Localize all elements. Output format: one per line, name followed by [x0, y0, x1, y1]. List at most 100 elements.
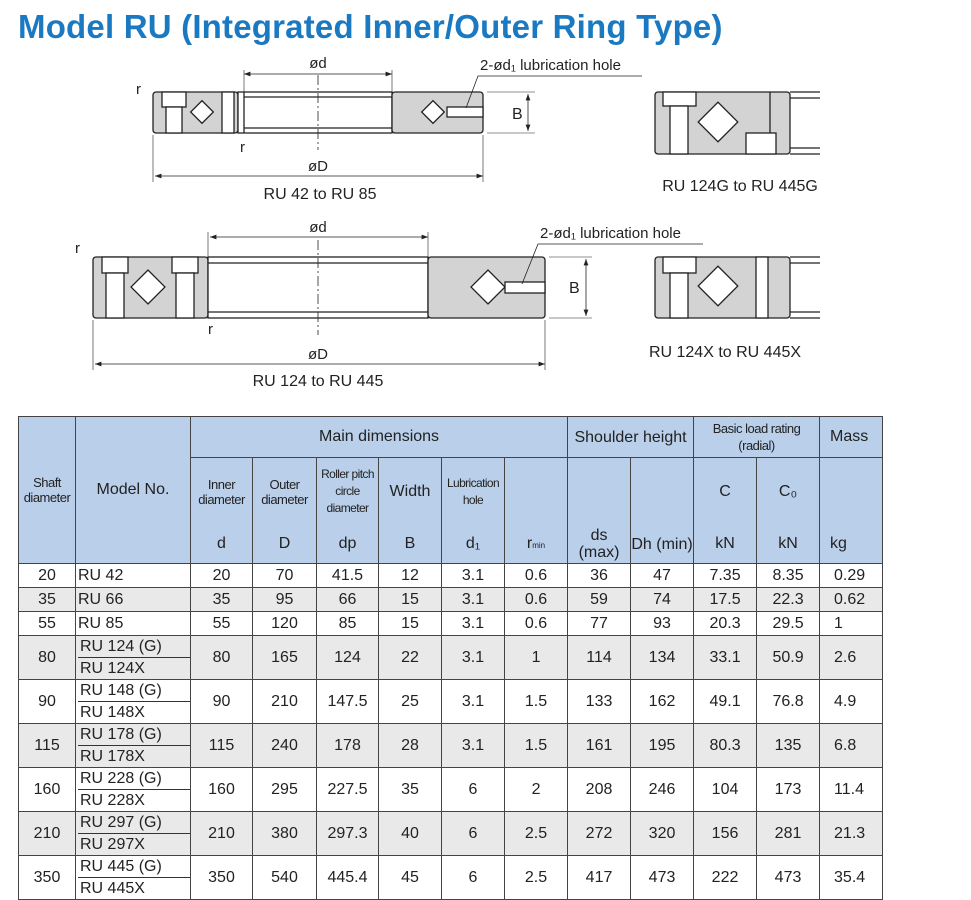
cell-b: 15	[378, 611, 442, 636]
width-label: B	[512, 106, 523, 123]
cell-dp: 147.5	[316, 679, 379, 724]
model-name: RU 297X	[80, 835, 145, 853]
cell-c: 156	[693, 811, 758, 856]
cell-c: 80.3	[693, 723, 758, 768]
cell-c0: 50.9	[756, 635, 821, 680]
cell-d: 35	[190, 587, 253, 612]
cell-c: 17.5	[693, 587, 758, 612]
cell-c0: 173	[756, 767, 821, 812]
lubrication-hole-label: 2-ød₁ lubrication hole	[540, 225, 681, 242]
unit-rmin: rmin	[503, 525, 569, 564]
cell-mass: 1	[819, 611, 884, 636]
cell-c0: 29.5	[756, 611, 821, 636]
header-shaft-diameter: Shaft diameter	[18, 416, 76, 564]
cell-model-no: RU 228 (G)RU 228X	[75, 767, 191, 812]
cell-ds: 272	[567, 811, 632, 856]
unit-r: r	[526, 535, 533, 553]
cell-ds: 417	[567, 855, 632, 900]
cell-mass: 2.6	[819, 635, 884, 680]
model-name: RU 228 (G)	[78, 769, 190, 790]
cell-d: 210	[252, 679, 317, 724]
unit-Dh: Dh (min)	[630, 525, 695, 564]
cell-dh: 134	[630, 635, 695, 680]
cell-d1: 3.1	[441, 587, 505, 612]
cell-ds: 161	[567, 723, 632, 768]
cell-b: 12	[378, 563, 442, 588]
cell-c0: 281	[756, 811, 821, 856]
cell-mass: 6.8	[819, 723, 884, 768]
cell-shaft-diameter: 115	[18, 723, 76, 768]
header-shoulder-height: Shoulder height	[567, 416, 695, 458]
cell-rmin: 1.5	[503, 679, 569, 724]
cell-dp: 41.5	[316, 563, 379, 588]
page-title: Model RU (Integrated Inner/Outer Ring Ty…	[18, 8, 723, 45]
header-empty	[503, 457, 569, 526]
cell-dh: 162	[630, 679, 695, 724]
cell-b: 25	[378, 679, 442, 724]
cell-dp: 297.3	[316, 811, 379, 856]
cell-c: 104	[693, 767, 758, 812]
header-basic-load-rating: Basic load rating (radial)	[693, 416, 821, 458]
diagram-ru124g-445g	[654, 91, 820, 155]
cell-dp: 124	[316, 635, 379, 680]
unit-dp: dp	[316, 525, 379, 564]
header-lubrication-hole: Lubrication hole	[441, 457, 505, 526]
cell-shaft-diameter: 55	[18, 611, 76, 636]
cell-c0: 22.3	[756, 587, 821, 612]
cell-rmin: 1	[503, 635, 569, 680]
cell-shaft-diameter: 160	[18, 767, 76, 812]
cell-b: 45	[378, 855, 442, 900]
header-model-no: Model No.	[75, 416, 191, 564]
cell-d: 295	[252, 767, 317, 812]
cell-shaft-diameter: 350	[18, 855, 76, 900]
cell-model-no: RU 297 (G)RU 297X	[75, 811, 191, 856]
inner-diameter-label: ød	[309, 219, 327, 236]
cell-dp: 227.5	[316, 767, 379, 812]
cell-mass: 21.3	[819, 811, 884, 856]
cell-d: 380	[252, 811, 317, 856]
header-empty	[567, 457, 632, 526]
cell-rmin: 0.6	[503, 563, 569, 588]
cell-rmin: 1.5	[503, 723, 569, 768]
cell-d1: 6	[441, 811, 505, 856]
outer-diameter-label: øD	[308, 346, 328, 363]
cell-c: 49.1	[693, 679, 758, 724]
cell-d: 20	[190, 563, 253, 588]
cell-dh: 74	[630, 587, 695, 612]
cell-model-no: RU 178 (G)RU 178X	[75, 723, 191, 768]
lubrication-hole-label: 2-ød₁ lubrication hole	[480, 57, 621, 74]
cell-d: 115	[190, 723, 253, 768]
cell-dh: 246	[630, 767, 695, 812]
cell-model-no: RU 66	[75, 587, 191, 612]
model-name: RU 124 (G)	[78, 637, 190, 658]
cell-c: 20.3	[693, 611, 758, 636]
cell-c0: 473	[756, 855, 821, 900]
diagram-ru124x-445x	[654, 256, 820, 319]
cell-dp: 178	[316, 723, 379, 768]
cell-d: 55	[190, 611, 253, 636]
cell-d: 350	[190, 855, 253, 900]
cell-rmin: 2	[503, 767, 569, 812]
cell-model-no: RU 42	[75, 563, 191, 588]
cell-model-no: RU 445 (G)RU 445X	[75, 855, 191, 900]
unit-kN: kN	[756, 525, 821, 564]
cell-d1: 6	[441, 767, 505, 812]
cell-d1: 3.1	[441, 679, 505, 724]
header-static-load: C₀	[756, 457, 821, 526]
cell-dp: 66	[316, 587, 379, 612]
cell-model-no: RU 148 (G)RU 148X	[75, 679, 191, 724]
diagram-ru124-445	[92, 232, 703, 370]
unit-d: d	[190, 525, 253, 564]
radius-label: r	[75, 240, 80, 257]
diagram-caption: RU 42 to RU 85	[264, 186, 377, 203]
cell-c: 33.1	[693, 635, 758, 680]
model-name: RU 148 (G)	[78, 681, 190, 702]
cell-shaft-diameter: 20	[18, 563, 76, 588]
header-dynamic-load: C	[693, 457, 758, 526]
cell-rmin: 0.6	[503, 587, 569, 612]
cell-d: 165	[252, 635, 317, 680]
